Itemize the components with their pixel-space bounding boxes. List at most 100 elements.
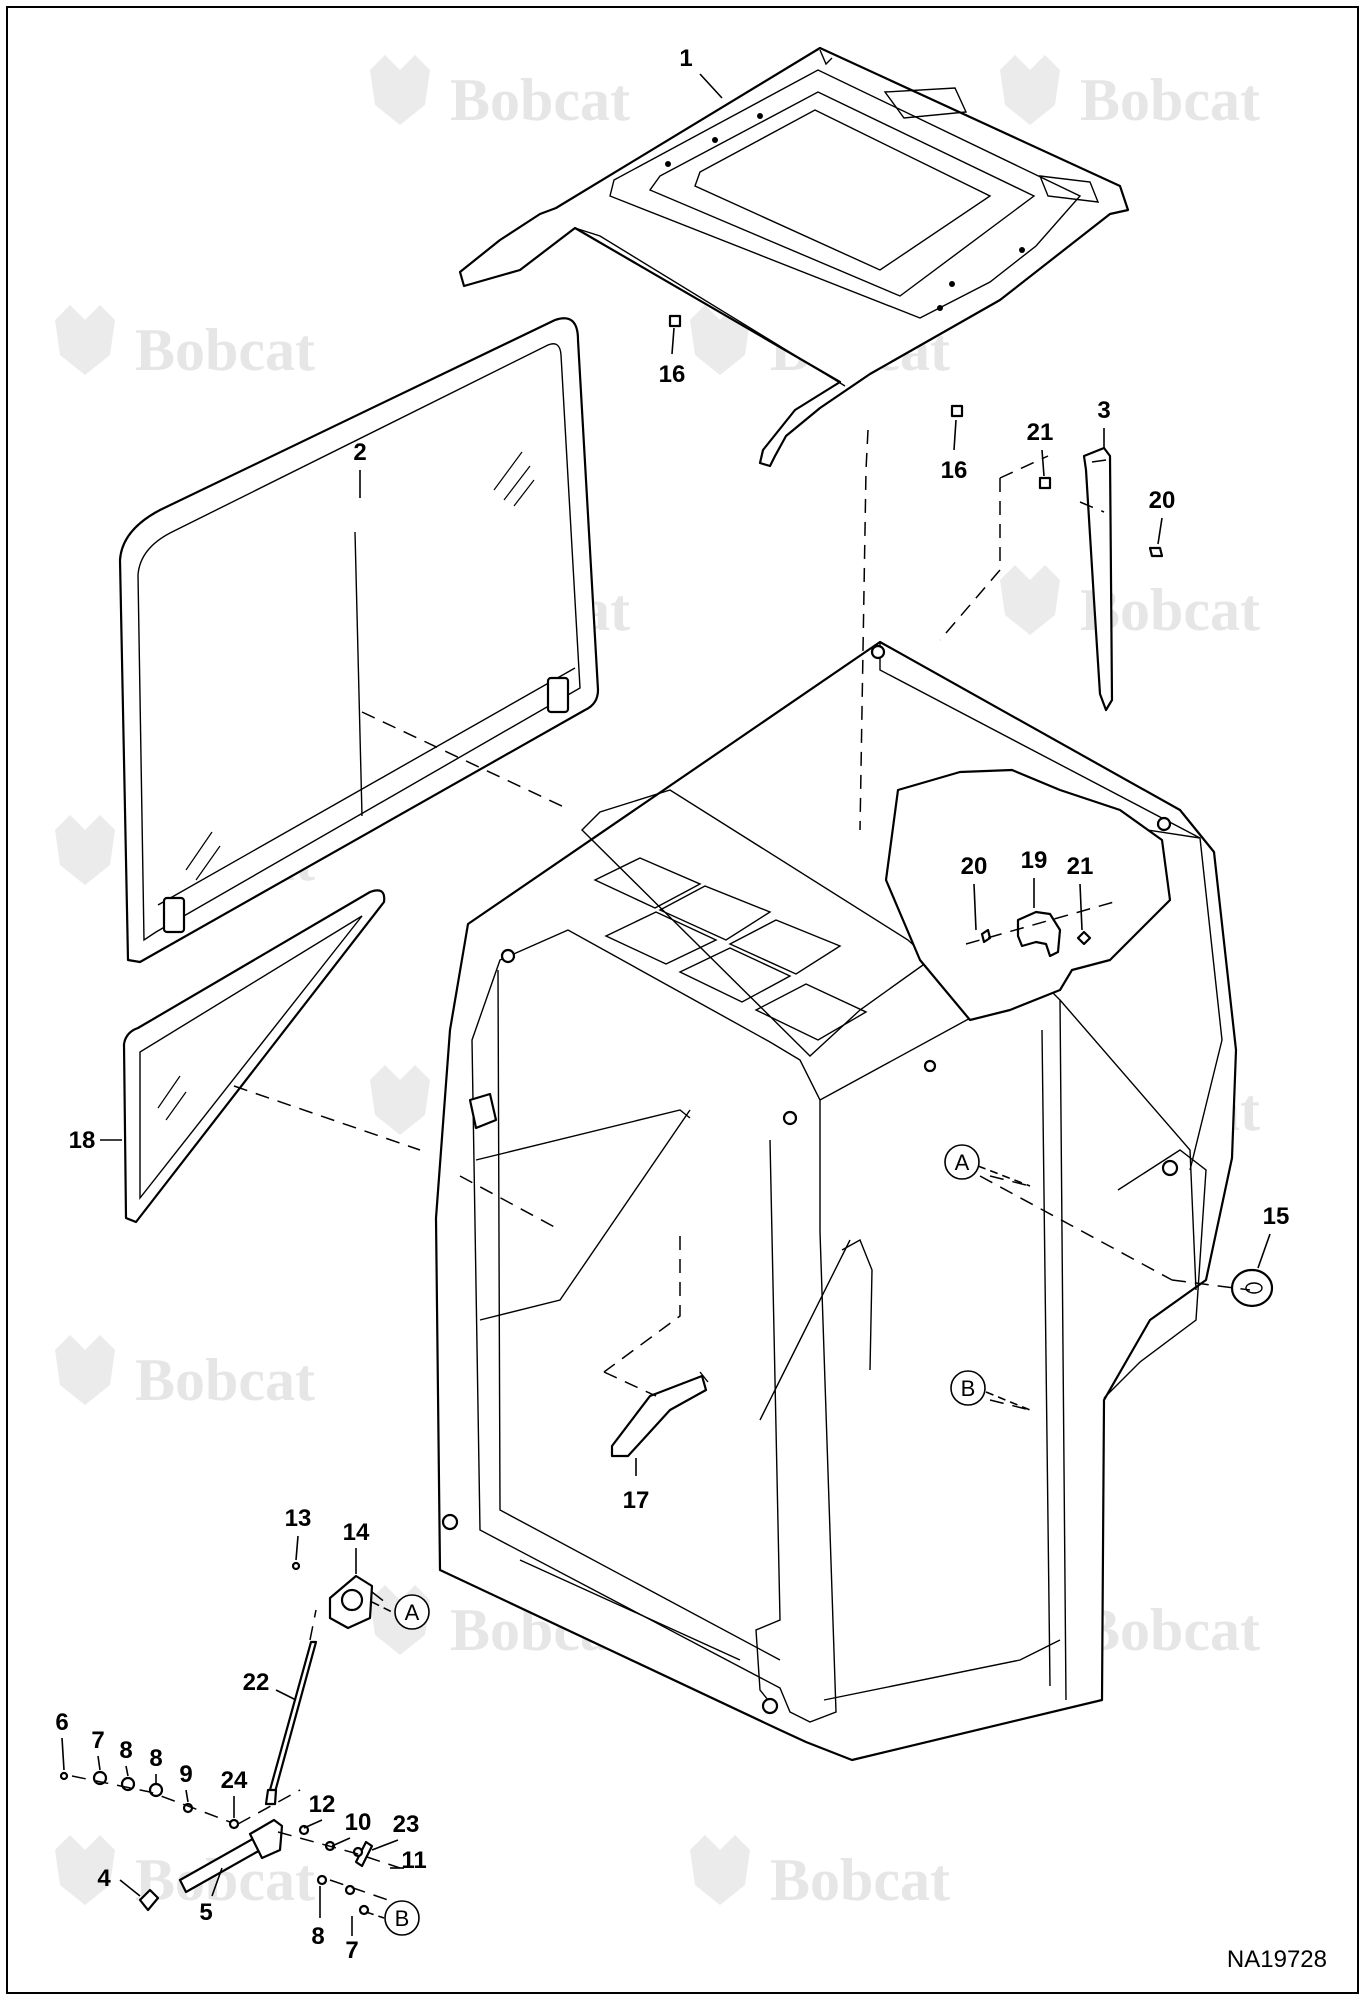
callout-label: 8 — [311, 1923, 324, 1950]
callout: 23 — [371, 1811, 420, 1851]
callout: 5 — [199, 1867, 223, 1926]
callout-leader — [275, 1689, 297, 1701]
grip-4 — [138, 1888, 160, 1912]
callout: 20 — [1149, 487, 1175, 545]
part-19-bracket — [1016, 910, 1062, 958]
bobcat-logo-icon — [55, 1335, 115, 1405]
callout: 18 — [69, 1127, 122, 1154]
callout: 9 — [179, 1761, 193, 1803]
watermark-text: Bobcat — [1080, 67, 1260, 133]
callout-label: 18 — [69, 1127, 96, 1154]
callout-label: 23 — [393, 1811, 420, 1838]
callout-leader — [371, 1839, 399, 1851]
bobcat-logo-icon — [370, 55, 430, 125]
latch-handle-5 — [178, 1818, 284, 1894]
reference-letter: B — [961, 1376, 976, 1401]
watermark-text: Bobcat — [450, 67, 630, 133]
callout-leader — [303, 1819, 323, 1829]
callout-label: 14 — [343, 1519, 370, 1546]
callout-leader — [125, 1765, 129, 1777]
callout: 6 — [55, 1709, 69, 1771]
lock-assembly-14 — [328, 1574, 374, 1630]
latch-rod-22 — [264, 1640, 318, 1806]
callout-label: 8 — [149, 1745, 162, 1772]
callout-label: 15 — [1263, 1203, 1290, 1230]
callout: 20 — [961, 853, 987, 931]
callout-leader — [211, 1867, 223, 1897]
reference-circle — [384, 1900, 420, 1936]
callout: 8 — [311, 1886, 325, 1950]
reference-marker: A — [944, 1144, 1031, 1187]
callout-label: 5 — [199, 1899, 212, 1926]
bobcat-logo-icon — [690, 1835, 750, 1905]
callout-leader — [185, 1789, 189, 1803]
callout-label: 24 — [221, 1767, 248, 1794]
callout: 3 — [1097, 397, 1111, 448]
bobcat-logo-icon — [370, 1065, 430, 1135]
callout: 7 — [91, 1727, 105, 1771]
callout: 2 — [353, 439, 367, 498]
reference-circle — [394, 1594, 430, 1630]
callout-label: 21 — [1067, 853, 1094, 880]
callout-leader — [973, 883, 977, 931]
callout: 1 — [679, 45, 723, 99]
watermark-text: Bobcat — [135, 317, 315, 383]
callout: 16 — [941, 419, 967, 484]
callout: 22 — [243, 1669, 297, 1701]
callout: 16 — [659, 327, 686, 388]
callout-label: 19 — [1021, 847, 1048, 874]
callout: 17 — [623, 1458, 649, 1514]
assembly-lines — [71, 429, 1251, 1901]
watermark: Bobcat — [55, 1335, 315, 1413]
callout-leader — [61, 1737, 65, 1771]
watermark: Bobcat — [370, 55, 630, 133]
callout-leader — [1157, 517, 1163, 545]
callout-label: 3 — [1097, 397, 1110, 424]
callout-label: 13 — [285, 1505, 312, 1532]
bobcat-logo-icon — [55, 305, 115, 375]
watermark: Bobcat — [1000, 565, 1260, 643]
bobcat-logo-icon — [55, 815, 115, 885]
reference-marker: B — [365, 1900, 420, 1936]
reference-leader — [977, 1165, 1031, 1187]
callout: 8 — [149, 1745, 163, 1784]
callout-label: 1 — [679, 45, 692, 72]
callout: 8 — [119, 1737, 133, 1777]
callout-leader — [295, 1535, 299, 1561]
callout: 24 — [221, 1767, 248, 1818]
reference-marker: B — [950, 1370, 1031, 1411]
bobcat-logo-icon — [690, 305, 750, 375]
callout: 12 — [303, 1791, 336, 1829]
watermark: Bobcat — [55, 305, 315, 383]
watermark: Bobcat — [1000, 55, 1260, 133]
callout-leader — [1041, 449, 1045, 477]
callout-label: 11 — [401, 1847, 426, 1874]
reference-leader — [371, 1601, 393, 1613]
drawing-frame — [6, 6, 1359, 1994]
reference-leader — [985, 1391, 1031, 1411]
bobcat-logo-icon — [1000, 565, 1060, 635]
callout-label: 2 — [353, 439, 366, 466]
callout-leader — [953, 419, 957, 451]
callout-label: 7 — [345, 1937, 358, 1964]
callout-leader — [119, 1879, 141, 1897]
callout-leader — [1257, 1233, 1271, 1269]
callout-label: 21 — [1027, 419, 1054, 446]
bobcat-logo-icon — [1000, 55, 1060, 125]
reference-leader — [365, 1911, 385, 1919]
callout-label: 16 — [659, 361, 686, 388]
callout-label: 12 — [309, 1791, 336, 1818]
callout-label: 7 — [91, 1727, 104, 1754]
reference-letter: B — [395, 1906, 410, 1931]
reference-circle — [950, 1370, 986, 1406]
callout-label: 22 — [243, 1669, 270, 1696]
callout-leader — [331, 1837, 351, 1847]
callout: 13 — [285, 1505, 312, 1561]
spring-23 — [354, 1840, 374, 1868]
watermark-text: Bobcat — [770, 1847, 950, 1913]
callout: 21 — [1067, 853, 1094, 931]
callout-leader — [1079, 883, 1083, 931]
bobcat-logo-icon — [55, 1835, 115, 1905]
